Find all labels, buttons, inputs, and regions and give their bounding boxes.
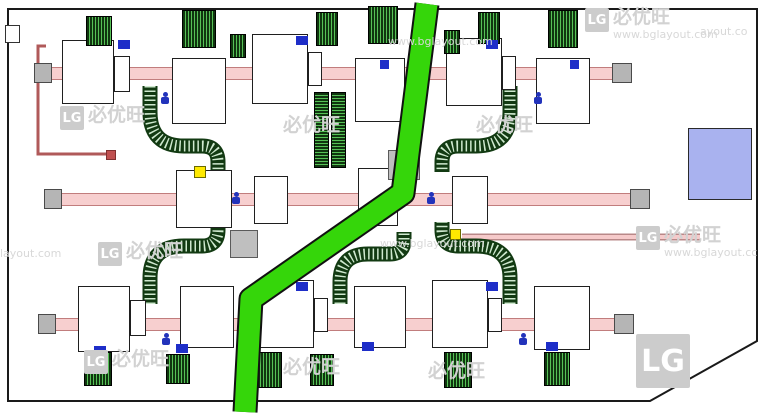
conveyor-end-block: [614, 314, 634, 334]
machine-block: [502, 56, 516, 90]
machine-block: [534, 286, 590, 350]
side-room: [688, 128, 752, 200]
conveyor-end-block: [38, 314, 56, 334]
conveyor-curve-body: [142, 222, 226, 304]
pallet-rack: [166, 354, 190, 384]
machine-block: [62, 40, 114, 104]
pallet-marker: [362, 342, 374, 351]
pallet-marker: [296, 36, 308, 45]
pallet-rack-vertical: [331, 92, 346, 168]
pallet-marker: [570, 60, 579, 69]
machine-block: [314, 298, 328, 332]
building-outline: [7, 8, 758, 402]
worker-figure: [161, 333, 171, 346]
machine-block: [114, 56, 130, 92]
pallet-marker: [176, 344, 188, 353]
pallet-rack: [310, 354, 334, 386]
worker-figure: [533, 92, 543, 105]
worker-figure: [160, 92, 170, 105]
curved-conveyor: [142, 86, 226, 172]
machine-block: [172, 58, 226, 124]
pallet-marker: [546, 342, 558, 351]
pallet-rack: [444, 352, 472, 388]
station-marker: [450, 229, 461, 240]
pallet-rack: [182, 10, 216, 48]
machine-block: [452, 176, 488, 224]
pallet-rack: [86, 16, 112, 46]
conveyor-curve-rollers: [436, 86, 516, 172]
pallet-rack: [444, 30, 460, 54]
worker-figure: [231, 192, 241, 205]
pallet-rack: [316, 12, 338, 46]
pipe-terminal: [106, 150, 116, 160]
pallet-marker: [486, 40, 498, 49]
machine-block: [354, 286, 406, 348]
curved-conveyor: [332, 232, 412, 304]
pallet-marker: [486, 282, 498, 291]
conveyor-curve-rollers: [144, 86, 224, 172]
green-aisle: [234, 2, 438, 413]
equipment-block: [230, 230, 258, 258]
pallet-rack: [368, 6, 398, 44]
machine-block: [180, 286, 234, 348]
pallet-marker: [296, 282, 308, 291]
conveyor-end-block: [630, 189, 650, 209]
machine-block: [254, 176, 288, 224]
curved-conveyor: [434, 222, 518, 304]
pallet-rack-vertical: [314, 92, 329, 168]
pallet-rack: [544, 352, 570, 386]
conveyor-end-block: [44, 189, 62, 209]
worker-figure: [426, 192, 436, 205]
pallet-marker: [118, 40, 130, 49]
conveyor-end-block: [612, 63, 632, 83]
machine-block: [130, 300, 146, 336]
pallet-rack: [548, 10, 578, 48]
pallet-rack: [230, 34, 246, 58]
pipe-red: [36, 44, 110, 156]
conveyor-curve-body: [434, 222, 518, 304]
machine-block: [176, 170, 232, 228]
conveyor-curve-body: [332, 232, 412, 304]
station-marker: [194, 166, 206, 178]
curved-conveyor: [142, 222, 226, 304]
machine-block: [536, 58, 590, 124]
curved-conveyor: [434, 86, 518, 172]
machine-block: [308, 52, 322, 86]
conveyor-end-block: [34, 63, 52, 83]
worker-figure: [518, 333, 528, 346]
machine-block: [252, 34, 308, 104]
pallet-marker: [380, 60, 389, 69]
machine-block: [488, 298, 502, 332]
door-marker: [5, 25, 20, 43]
machine-block: [432, 280, 488, 348]
